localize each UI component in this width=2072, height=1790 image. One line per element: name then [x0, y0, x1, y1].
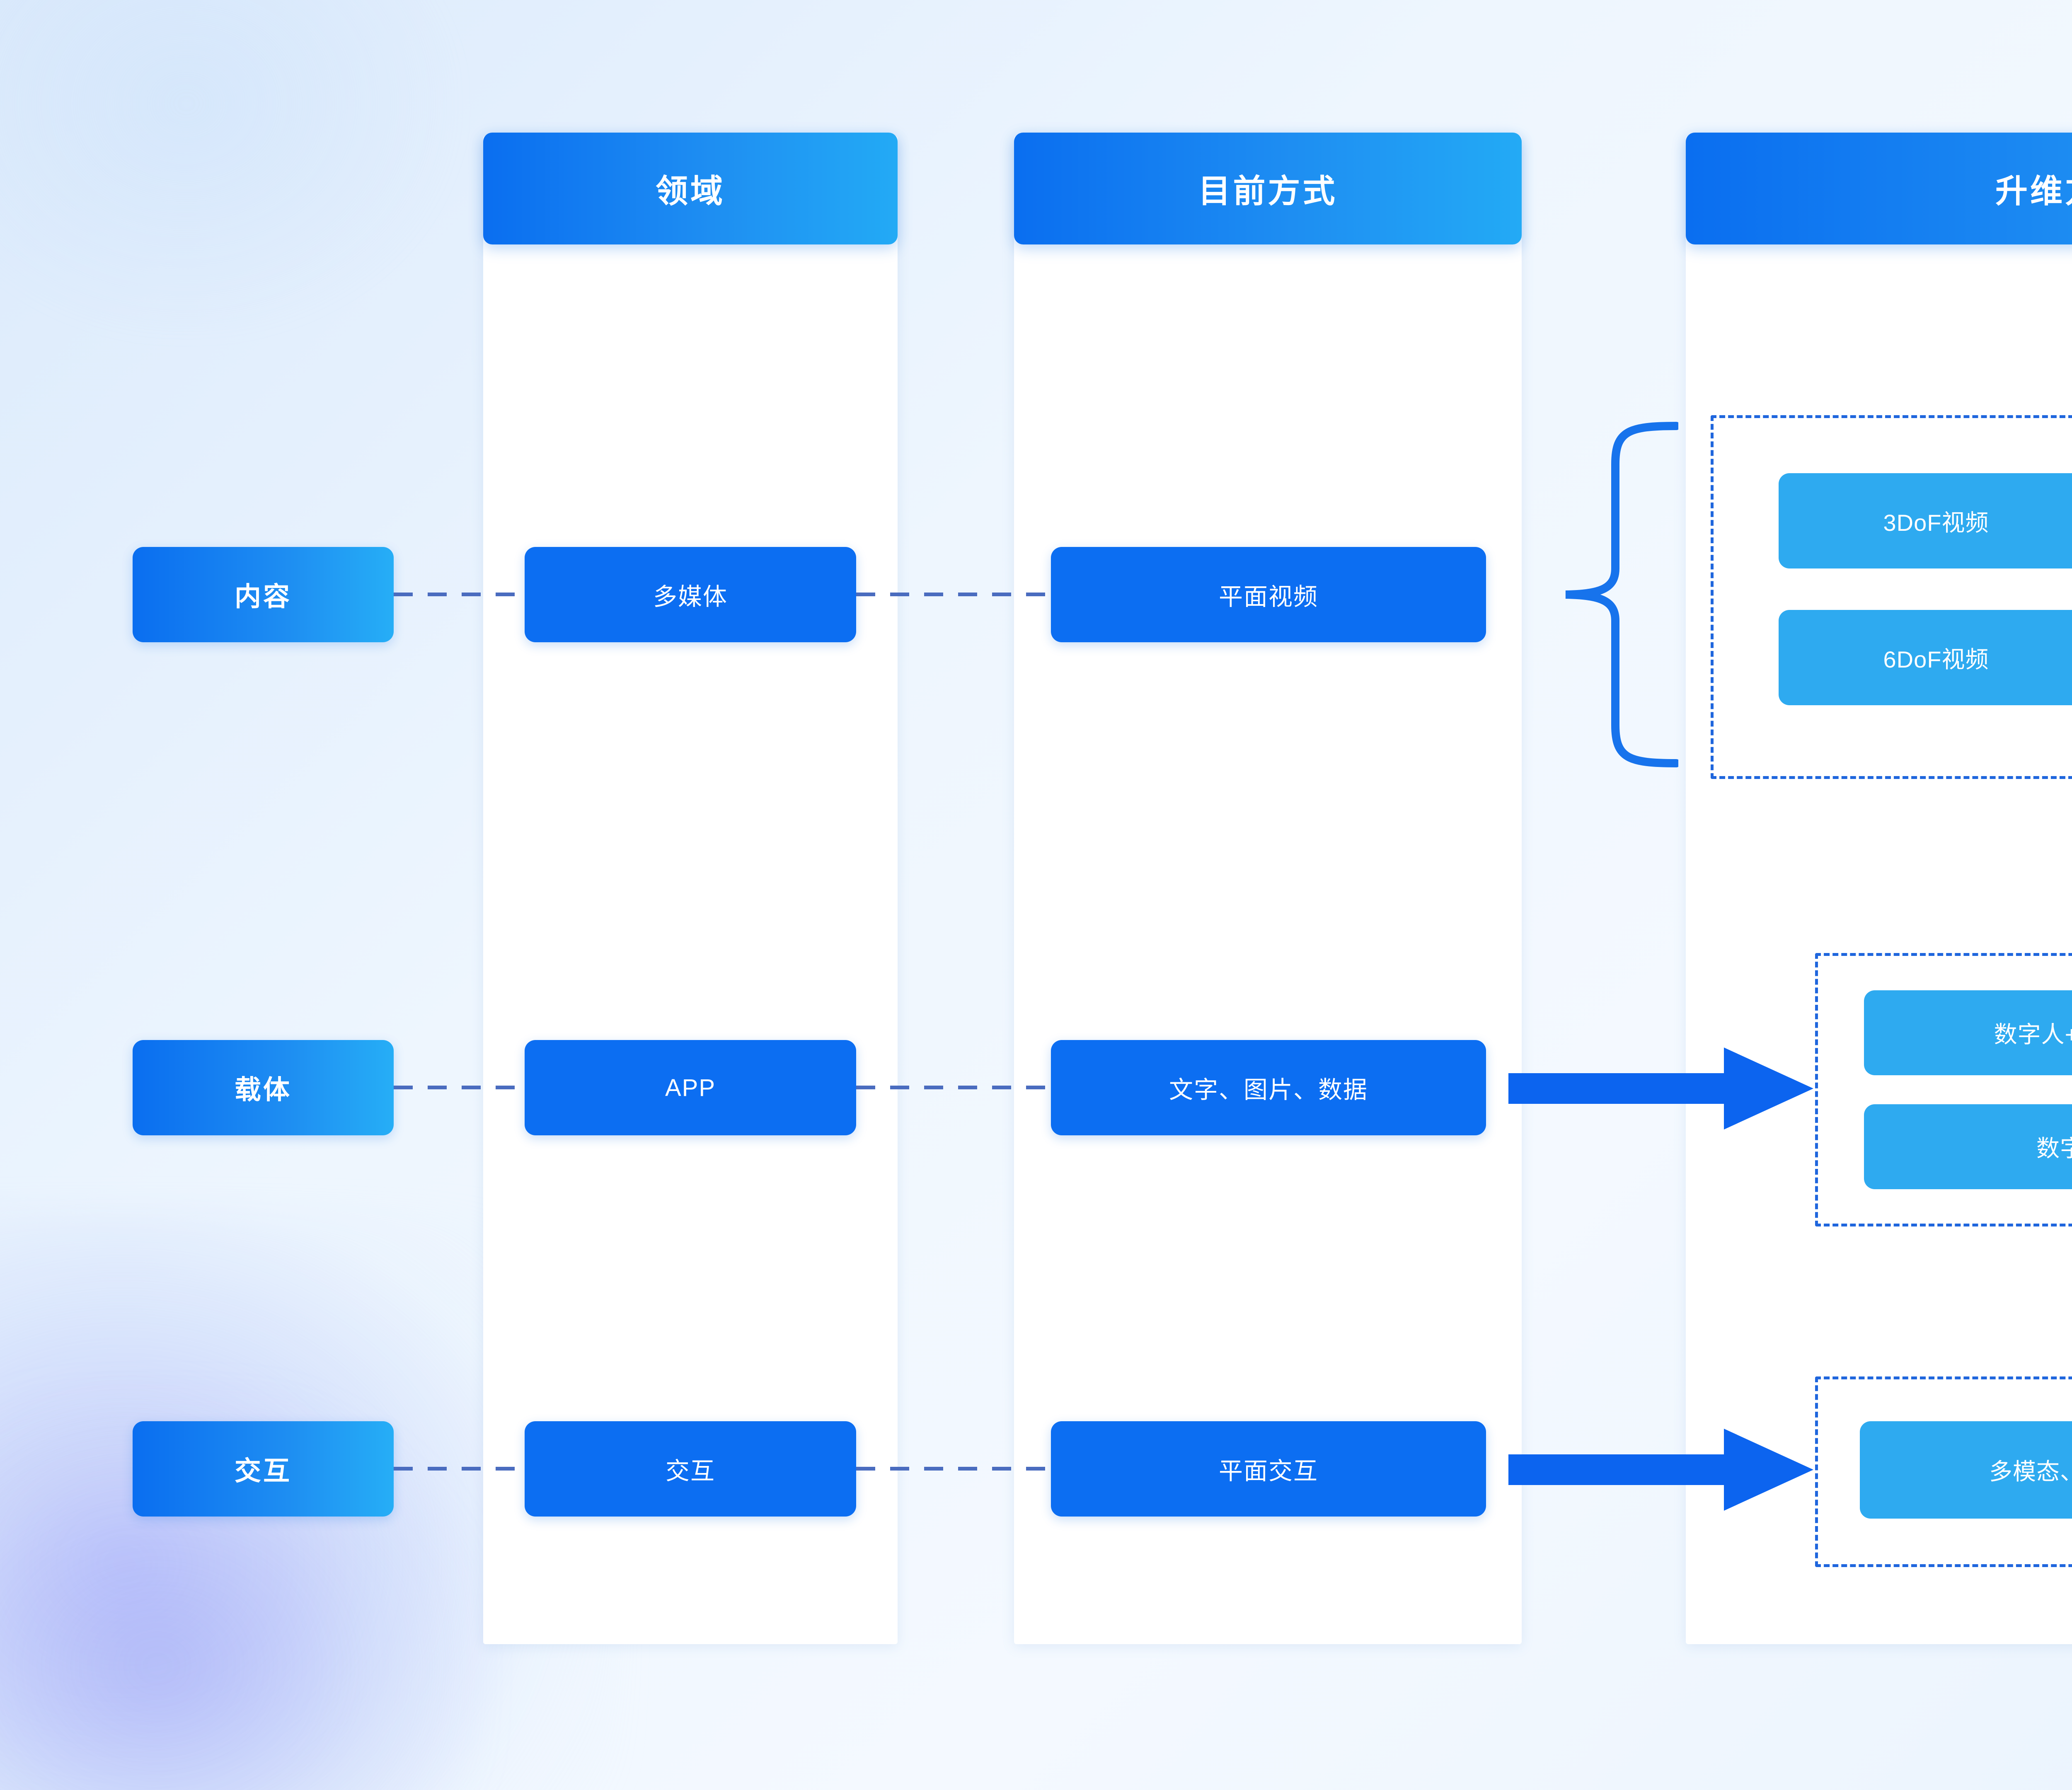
row-label-interaction[interactable]: 交互 — [133, 1421, 394, 1517]
upgrade-item-row1-3[interactable]: 6DoF视频 — [1779, 610, 2072, 705]
upgrade-item-row1-1[interactable]: 3DoF视频 — [1779, 473, 2072, 568]
row-label-content[interactable]: 内容 — [133, 547, 394, 642]
cell-row2-domain[interactable]: APP — [525, 1040, 856, 1135]
upgrade-item-row3-1[interactable]: 多模态、空间交互 — [1860, 1421, 2072, 1519]
connector-row3-label-to-domain — [394, 1467, 525, 1471]
upgrade-item-row2-2[interactable]: 数字孪生 — [1864, 1104, 2072, 1189]
cell-row2-current[interactable]: 文字、图片、数据 — [1051, 1040, 1486, 1135]
connector-row3-domain-to-current — [856, 1467, 1051, 1471]
connector-row1-domain-to-current — [856, 593, 1051, 596]
cell-row3-current[interactable]: 平面交互 — [1051, 1421, 1486, 1517]
background-top-left-glow — [0, 0, 456, 331]
connector-row2-label-to-domain — [394, 1086, 525, 1089]
row-label-carrier[interactable]: 载体 — [133, 1040, 394, 1135]
cell-row3-domain[interactable]: 交互 — [525, 1421, 856, 1517]
cell-row1-domain[interactable]: 多媒体 — [525, 547, 856, 642]
upgrade-item-row2-1[interactable]: 数字人+数字空间 — [1864, 990, 2072, 1075]
arrow-connector-row3 — [1508, 1426, 1815, 1513]
column-header-current[interactable]: 目前方式 — [1014, 133, 1522, 244]
brace-connector-row1 — [1562, 418, 1680, 771]
column-panel-domain — [483, 136, 898, 1644]
column-header-domain[interactable]: 领域 — [483, 133, 898, 244]
column-panel-upgrade — [1686, 136, 2072, 1644]
column-panel-current — [1014, 136, 1522, 1644]
connector-row2-domain-to-current — [856, 1086, 1051, 1089]
dashed-group-row2 — [1815, 953, 2072, 1226]
cell-row1-current[interactable]: 平面视频 — [1051, 547, 1486, 642]
connector-row1-label-to-domain — [394, 593, 525, 596]
arrow-connector-row2 — [1508, 1045, 1815, 1132]
dashed-group-row1 — [1711, 415, 2072, 779]
dashed-group-row3 — [1815, 1376, 2072, 1567]
column-header-upgrade[interactable]: 升维方向 — [1686, 133, 2072, 244]
